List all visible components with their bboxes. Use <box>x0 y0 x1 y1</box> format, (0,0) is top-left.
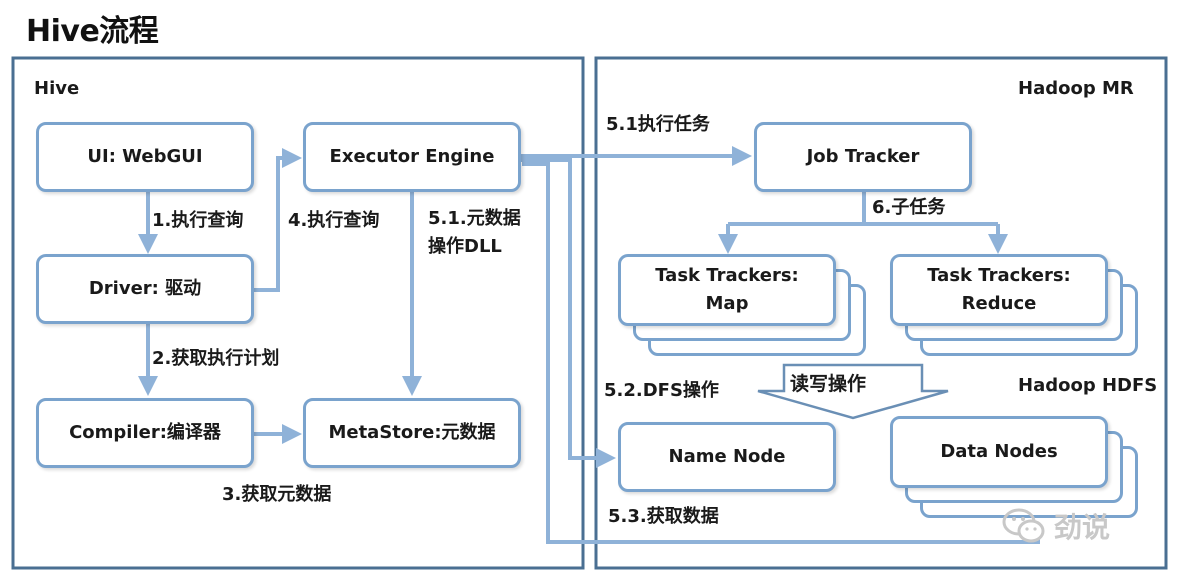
label-step52: 5.2.DFS操作 <box>604 380 719 401</box>
hadoop-frame <box>594 56 1168 570</box>
node-driver: Driver: 驱动 <box>36 254 254 324</box>
watermark-text: 劲说 <box>1054 511 1111 544</box>
wechat-icon <box>1002 508 1045 543</box>
node-job-tracker: Job Tracker <box>754 122 972 192</box>
watermark: 劲说 <box>1002 506 1110 546</box>
node-executor-engine: Executor Engine <box>303 122 521 192</box>
node-name-node: Name Node <box>618 422 836 492</box>
task-trackers-map-line1: Task Trackers: <box>655 265 799 286</box>
task-trackers-map-line2: Map <box>705 293 749 314</box>
label-step3: 3.获取元数据 <box>222 484 332 505</box>
label-step51-meta-line2: 操作DLL <box>428 236 502 257</box>
arrow-step4 <box>254 148 302 292</box>
label-step1: 1.执行查询 <box>152 210 244 231</box>
node-metastore: MetaStore:元数据 <box>303 398 521 468</box>
hadoop-mr-label: Hadoop MR <box>1018 78 1134 99</box>
stack-layer-front: Data Nodes <box>890 416 1108 488</box>
label-step4: 4.执行查询 <box>288 210 380 231</box>
node-task-trackers-reduce: Task Trackers: Reduce <box>890 254 1140 358</box>
stack-layer-front: Task Trackers: Map <box>618 254 836 326</box>
arrow-step52 <box>520 158 616 468</box>
hive-frame <box>11 56 585 570</box>
node-ui-webgui: UI: WebGUI <box>36 122 254 192</box>
label-step2: 2.获取执行计划 <box>152 348 280 369</box>
node-data-nodes: Data Nodes <box>890 416 1140 520</box>
node-compiler: Compiler:编译器 <box>36 398 254 468</box>
node-task-trackers-map: Task Trackers: Map <box>618 254 868 358</box>
task-trackers-reduce-line2: Reduce <box>961 293 1037 314</box>
label-read-write: 读写操作 <box>790 373 867 395</box>
stack-layer-front: Task Trackers: Reduce <box>890 254 1108 326</box>
label-step6: 6.子任务 <box>872 197 946 218</box>
read-write-arrow <box>757 363 949 420</box>
data-nodes-label: Data Nodes <box>940 441 1058 462</box>
task-trackers-reduce-line1: Task Trackers: <box>927 265 1071 286</box>
label-step53: 5.3.获取数据 <box>608 506 719 527</box>
hadoop-hdfs-label: Hadoop HDFS <box>1018 375 1158 396</box>
label-step51-meta-line1: 5.1.元数据 <box>428 208 521 229</box>
page-title: Hive流程 <box>26 14 159 49</box>
label-step51-task: 5.1执行任务 <box>606 114 710 135</box>
hive-frame-label: Hive <box>34 78 80 99</box>
